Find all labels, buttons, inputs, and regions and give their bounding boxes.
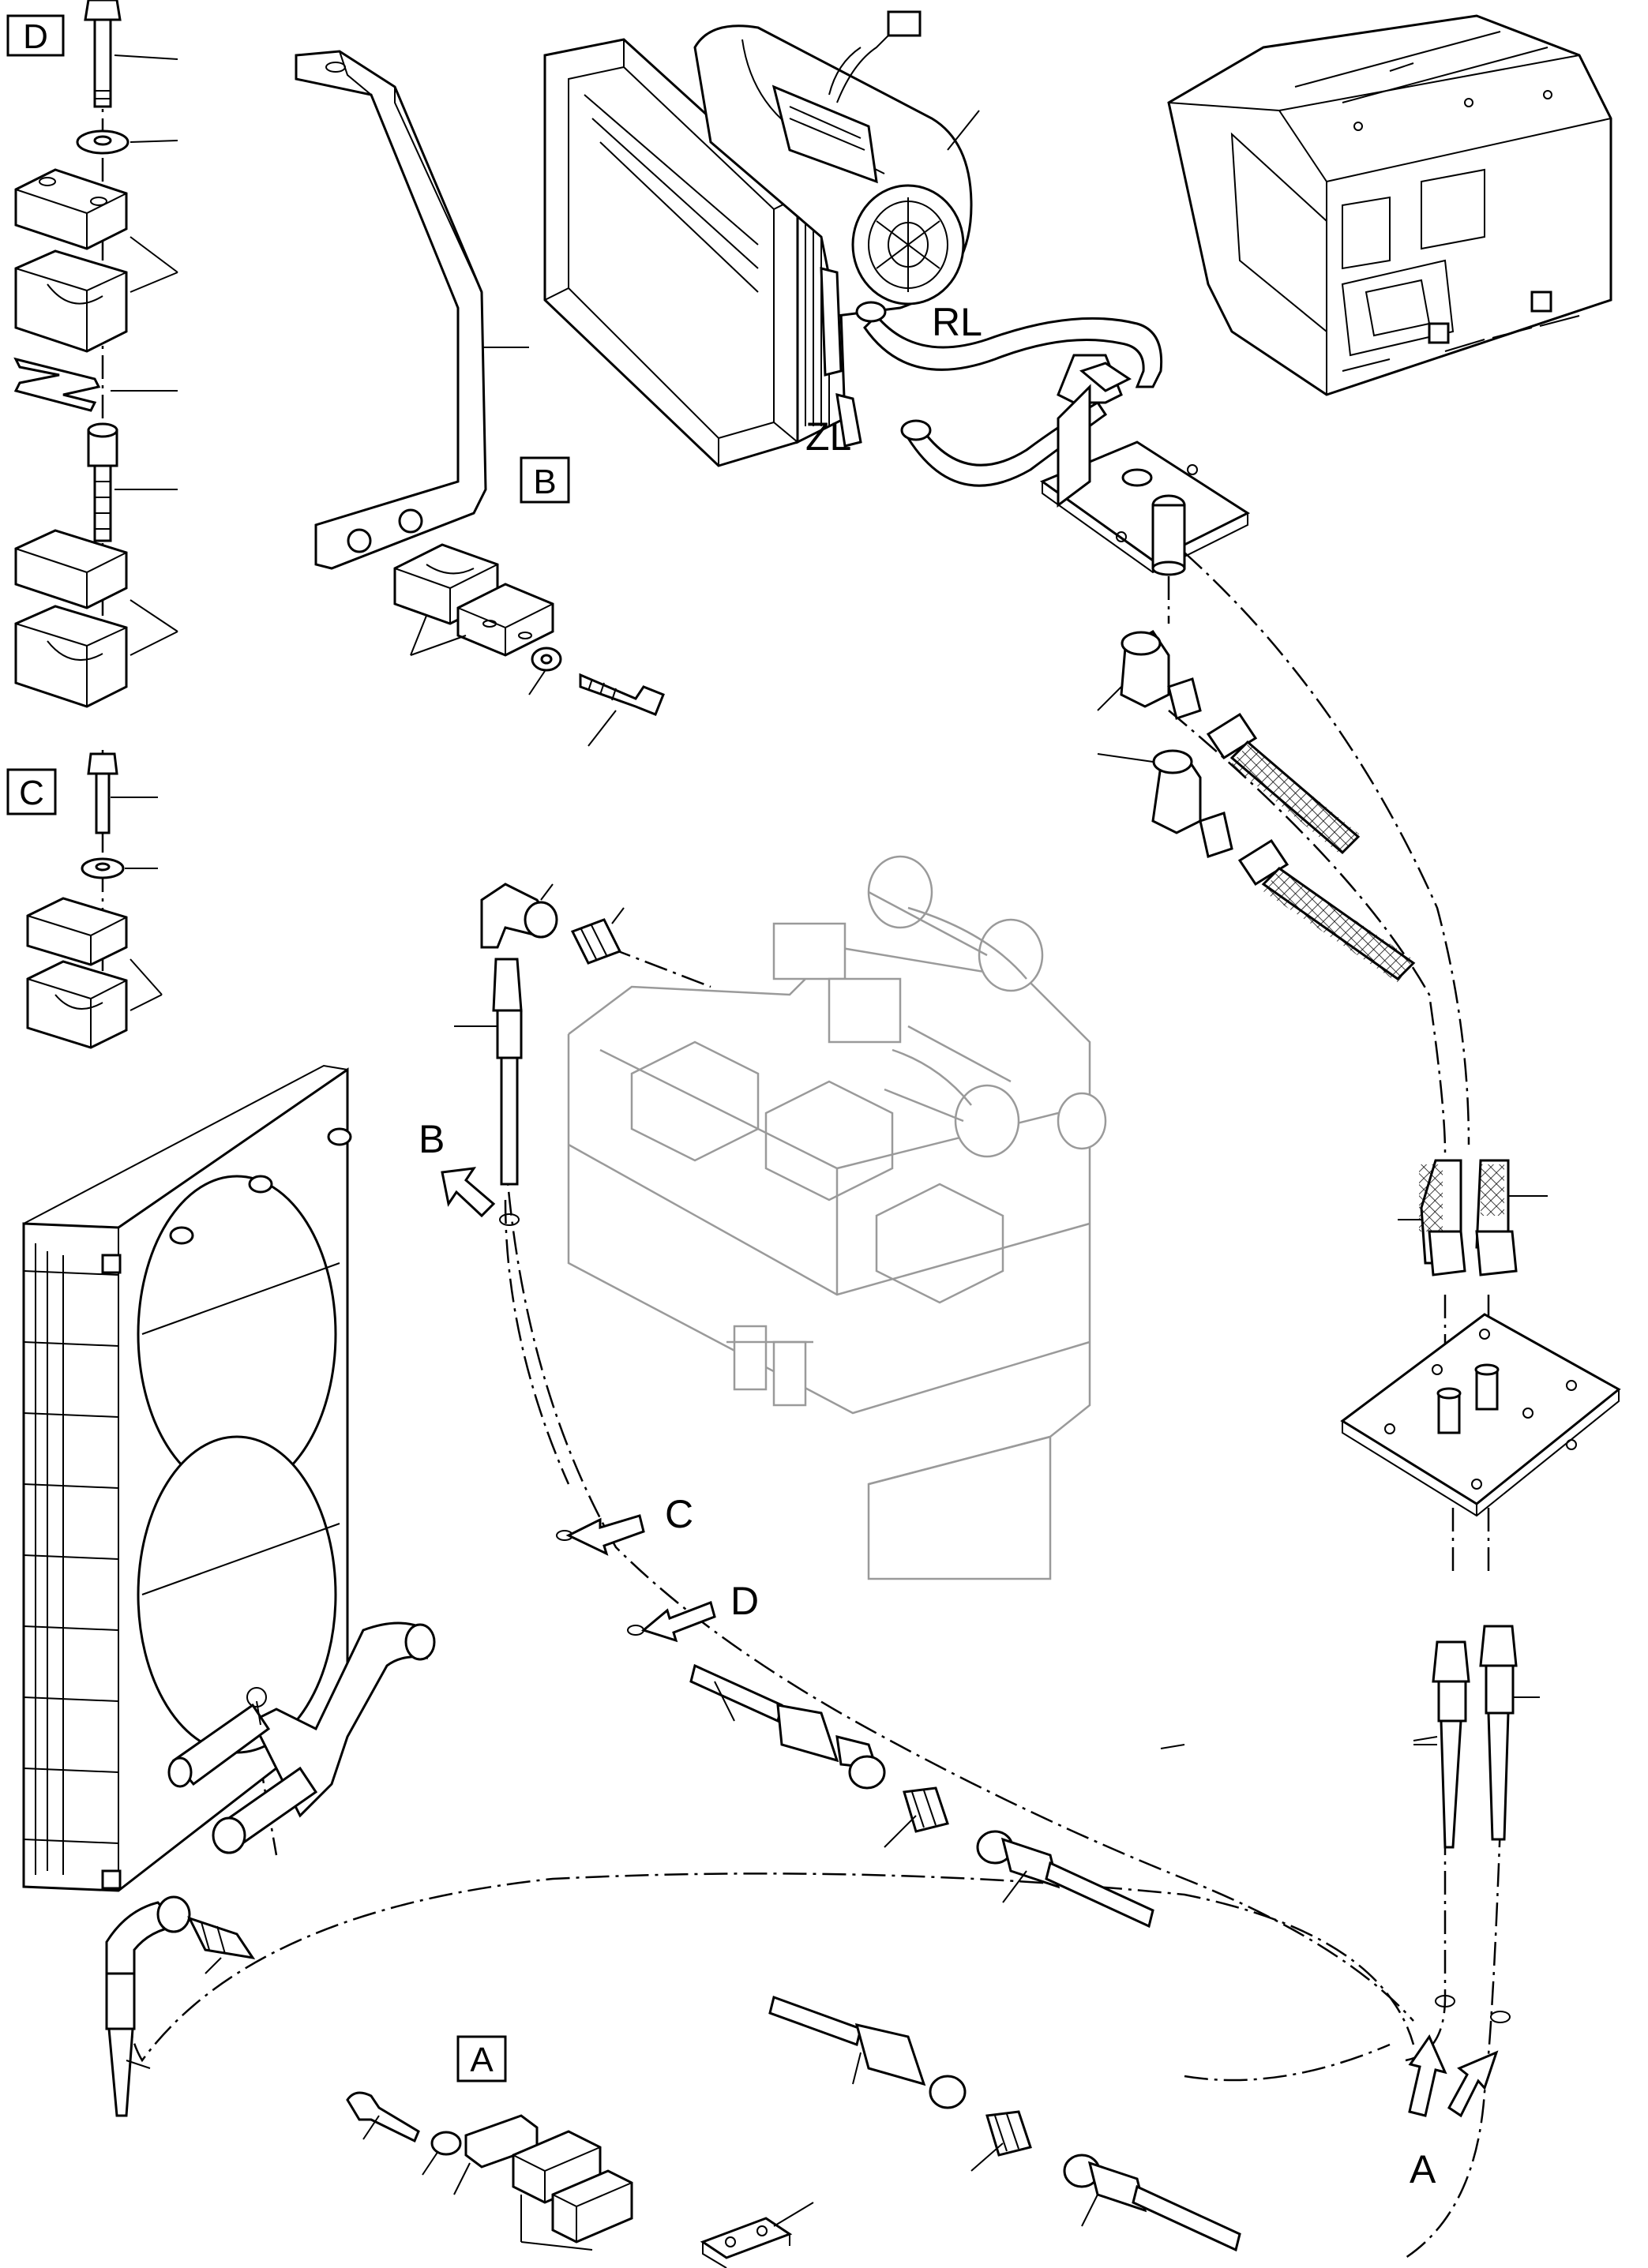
- bulkhead-plate-fittings: [1340, 1159, 1621, 1517]
- arrow-c-icon: [565, 1514, 645, 1556]
- detail-b-clamp-assembly: B: [393, 456, 665, 747]
- cab-heater-unit: [543, 10, 980, 467]
- detail-b-label: B: [533, 463, 556, 501]
- supply-line-label: ZL: [805, 414, 851, 459]
- lower-center-hoses: [689, 1663, 1241, 2252]
- leader-lines: [1160, 1736, 1438, 1749]
- radiator-side-fittings: [105, 1895, 256, 2117]
- detail-a-label: A: [470, 2041, 494, 2079]
- engine-side-fittings: [454, 883, 1511, 2023]
- arrow-a2-icon: [1447, 2050, 1499, 2118]
- detail-a-clamp-assembly: A: [346, 2035, 814, 2268]
- return-line-label: RL: [932, 300, 982, 344]
- arrow-b-icon: [441, 1167, 496, 1218]
- radiator-core: [22, 1064, 352, 1892]
- arrow-b-label: B: [419, 1117, 445, 1161]
- arrow-d-label: D: [730, 1579, 759, 1623]
- arrow-a-label: A: [1410, 2147, 1436, 2191]
- cab-side-fittings: [1097, 630, 1416, 983]
- radiator-outlet-pipe: [167, 1621, 436, 1854]
- detail-d-clamp-assembly: D: [6, 0, 178, 708]
- detail-c-clamp-assembly: C: [6, 750, 163, 1049]
- cab-module: [1167, 14, 1612, 396]
- arrow-c-label: C: [665, 1492, 693, 1536]
- support-bracket: [295, 50, 529, 570]
- detail-d-label: D: [23, 17, 48, 56]
- connection-arrows: B C D A: [419, 1117, 1499, 2191]
- lower-right-hoses: [1413, 1625, 1540, 1849]
- heater-valve-plate: [1039, 354, 1251, 576]
- detail-c-label: C: [19, 774, 44, 812]
- arrow-a1-icon: [1408, 2034, 1447, 2117]
- arrow-d-icon: [640, 1601, 716, 1643]
- engine-block-outline: [567, 855, 1107, 1580]
- heater-hoses: RL ZL: [805, 300, 1163, 487]
